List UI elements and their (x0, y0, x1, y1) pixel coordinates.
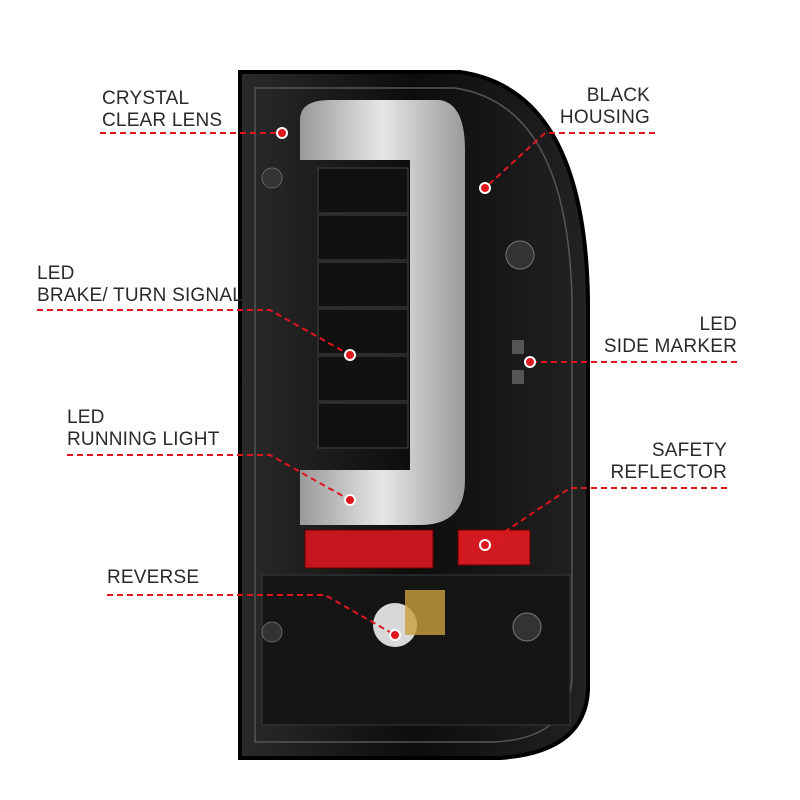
callout-lines (37, 132, 737, 636)
tail-light-housing (238, 70, 590, 760)
callout-text: HOUSING (559, 107, 650, 128)
callout-text: LED (37, 263, 75, 284)
callout-text: RUNNING LIGHT (67, 429, 220, 450)
callout-crystal-clear-lens: CRYSTAL CLEAR LENS (102, 88, 222, 132)
callout-text: LED (699, 314, 737, 335)
callout-text: SIDE MARKER (603, 336, 737, 357)
callout-text: LED (67, 407, 105, 428)
callout-led-running-light: LED RUNNING LIGHT (67, 407, 220, 451)
led-brake-modules (317, 167, 409, 449)
reflector-right (457, 529, 531, 566)
callout-dot (276, 127, 288, 139)
callout-safety-reflector: SAFETY REFLECTOR (610, 440, 727, 484)
running-light-bar (300, 100, 465, 525)
callout-dots (276, 127, 536, 641)
reflector-left (304, 529, 434, 569)
callout-reverse: REVERSE (107, 567, 199, 589)
callout-dot (344, 494, 356, 506)
callout-text: BLACK (586, 85, 650, 106)
callout-dot (344, 349, 356, 361)
callout-led-side-marker: LED SIDE MARKER (604, 314, 737, 358)
callout-black-housing: BLACK HOUSING (560, 85, 650, 129)
callout-dot (479, 539, 491, 551)
callout-text: CLEAR LENS (102, 110, 223, 131)
callout-dot (479, 182, 491, 194)
callout-text: BRAKE/ TURN SIGNAL (37, 285, 243, 306)
callout-dot (389, 629, 401, 641)
callout-text: REVERSE (107, 567, 200, 588)
callout-led-brake-turn-signal: LED BRAKE/ TURN SIGNAL (37, 263, 243, 307)
callout-text: REFLECTOR (610, 462, 727, 483)
callout-text: SAFETY (651, 440, 727, 461)
callout-text: CRYSTAL (102, 88, 190, 109)
callout-dot (524, 356, 536, 368)
